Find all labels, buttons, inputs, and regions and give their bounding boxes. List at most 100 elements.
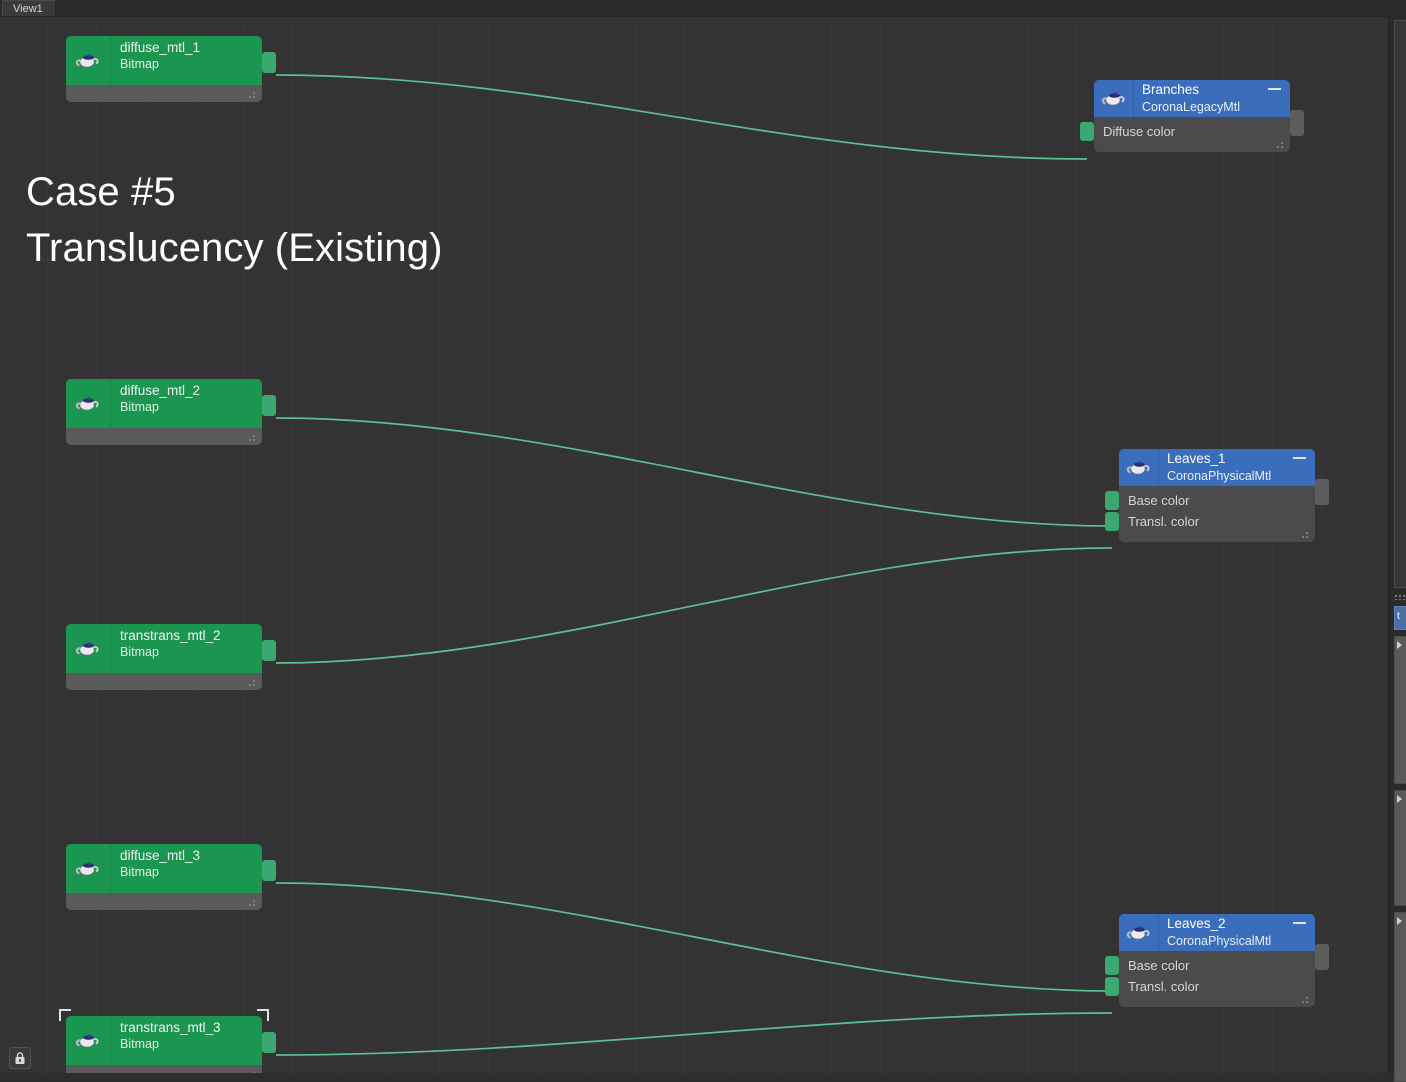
input-socket[interactable]: [1105, 512, 1119, 531]
right-panel-rollout-3[interactable]: [1394, 912, 1406, 1082]
output-socket[interactable]: [262, 640, 276, 661]
teapot-icon: [1094, 80, 1134, 117]
teapot-icon: [66, 379, 111, 428]
input-socket[interactable]: [1105, 977, 1119, 996]
input-slot-label: Base color: [1128, 493, 1190, 508]
map-node-title: diffuse_mtl_2: [120, 383, 201, 398]
material-node-type: CoronaPhysicalMtl: [1167, 934, 1272, 948]
input-slot-label: Base color: [1128, 958, 1190, 973]
map-node-footer: [66, 85, 262, 102]
output-socket[interactable]: [262, 1032, 276, 1053]
teapot-icon: [66, 844, 111, 893]
material-node-title: Branches: [1142, 82, 1200, 97]
teapot-icon: [1119, 914, 1159, 951]
wire-diffuse_mtl_3-to-Leaves_2[interactable]: [275, 882, 1113, 992]
collapse-icon[interactable]: [1293, 457, 1306, 459]
chevron-right-icon: [1397, 641, 1402, 649]
right-panel-viewport: [1394, 20, 1406, 588]
input-slot-base-color[interactable]: Base color: [1105, 490, 1315, 511]
material-node-type: CoronaPhysicalMtl: [1167, 469, 1272, 483]
output-socket[interactable]: [262, 860, 276, 881]
input-slot-base-color[interactable]: Base color: [1105, 955, 1315, 976]
map-node-type: Bitmap: [120, 645, 159, 659]
map-node-footer: [66, 893, 262, 910]
right-panel-drag-handle[interactable]: [1394, 594, 1406, 600]
map-node-type: Bitmap: [120, 865, 159, 879]
map-node-title: diffuse_mtl_3: [120, 848, 201, 863]
teapot-icon: [66, 36, 111, 85]
output-socket[interactable]: [1315, 479, 1329, 505]
wire-diffuse_mtl_1-to-Branches[interactable]: [275, 74, 1088, 160]
input-slot-diffuse-color[interactable]: Diffuse color: [1080, 121, 1290, 142]
map-node-footer: [66, 673, 262, 690]
lock-icon[interactable]: [9, 1047, 31, 1069]
wire-diffuse_mtl_2-to-Leaves_1[interactable]: [275, 417, 1113, 527]
map-node-footer: [66, 1065, 262, 1073]
tab-view1[interactable]: View1: [2, 0, 56, 16]
output-socket[interactable]: [1315, 944, 1329, 970]
map-node-title: transtrans_mtl_2: [120, 628, 221, 643]
right-panel-button-label: t: [1397, 611, 1400, 622]
right-panel-rollout-1[interactable]: [1394, 636, 1406, 784]
collapse-icon[interactable]: [1293, 922, 1306, 924]
connection-wires-layer: [275, 74, 1113, 1056]
teapot-icon: [66, 1016, 111, 1065]
material-node-title: Leaves_2: [1167, 916, 1226, 931]
input-socket[interactable]: [1105, 491, 1119, 510]
map-node-footer: [66, 428, 262, 445]
map-node-type: Bitmap: [120, 400, 159, 414]
material-node-title: Leaves_1: [1167, 451, 1226, 466]
map-node-type: Bitmap: [120, 1037, 159, 1051]
output-socket[interactable]: [1290, 110, 1304, 136]
wire-transtrans_mtl_3-to-Leaves_2[interactable]: [275, 1012, 1113, 1056]
material-node-slots: Diffuse color: [1080, 117, 1290, 152]
collapse-icon[interactable]: [1268, 88, 1281, 90]
map-node-title: diffuse_mtl_1: [120, 40, 201, 55]
teapot-icon: [1119, 449, 1159, 486]
map-node-type: Bitmap: [120, 57, 159, 71]
input-slot-label: Transl. color: [1128, 979, 1200, 994]
input-slot-transl-color[interactable]: Transl. color: [1105, 976, 1315, 997]
view-tab-strip: View1: [0, 0, 1406, 16]
output-socket[interactable]: [262, 52, 276, 73]
chevron-right-icon: [1397, 917, 1402, 925]
right-panel-button[interactable]: t: [1394, 606, 1406, 630]
input-slot-label: Transl. color: [1128, 514, 1200, 529]
wire-transtrans_mtl_2-to-Leaves_1[interactable]: [275, 547, 1113, 664]
right-panel-rollout-2[interactable]: [1394, 790, 1406, 906]
material-node-type: CoronaLegacyMtl: [1142, 100, 1240, 114]
node-graph-canvas[interactable]: Case #5 Translucency (Existing) diffuse_…: [0, 16, 1389, 1073]
output-socket[interactable]: [262, 395, 276, 416]
input-socket[interactable]: [1105, 956, 1119, 975]
input-socket[interactable]: [1080, 122, 1094, 141]
input-slot-transl-color[interactable]: Transl. color: [1105, 511, 1315, 532]
chevron-right-icon: [1397, 795, 1402, 803]
right-dock-panel[interactable]: t: [1389, 16, 1406, 1082]
